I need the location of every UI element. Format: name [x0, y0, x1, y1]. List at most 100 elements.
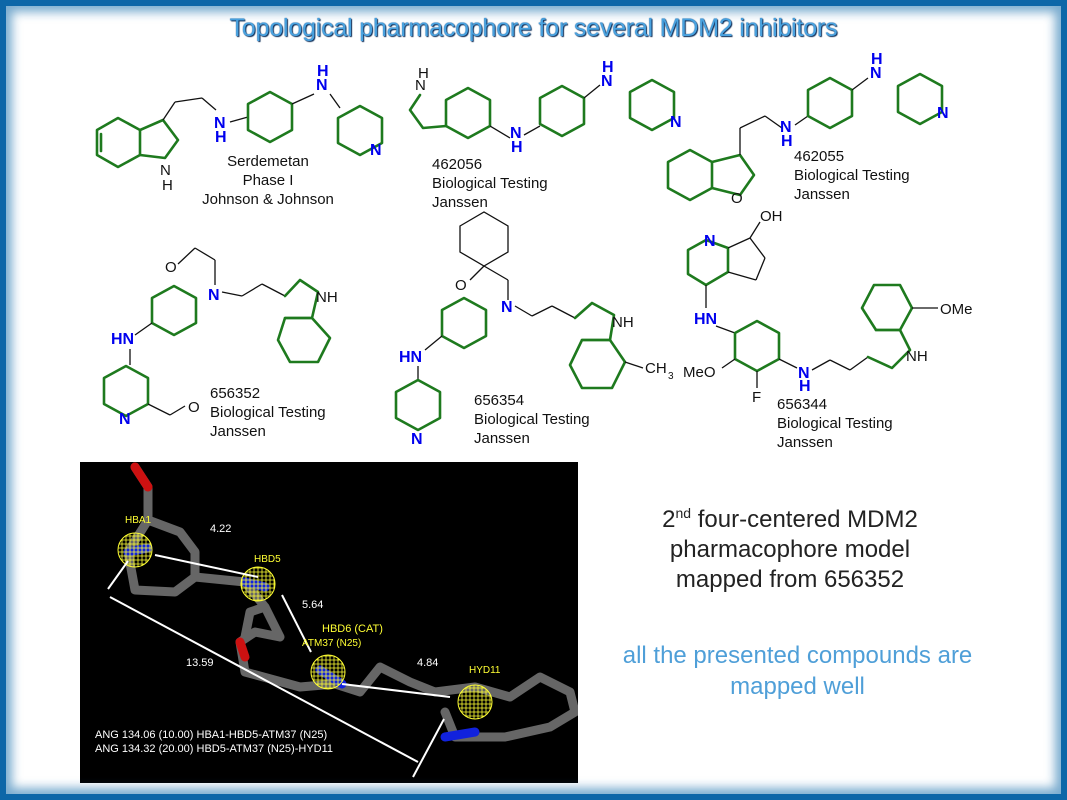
svg-text:H: H: [162, 177, 173, 194]
svg-text:F: F: [752, 389, 761, 406]
feature-sphere-hyd11: [457, 684, 493, 720]
distance-label: 13.59: [186, 657, 214, 669]
compound-label-serdemetan: Serdemetan Phase I Johnson & Johnson: [198, 152, 338, 209]
model-caption-line2: pharmacophore model: [669, 536, 911, 563]
compound-label-656354: 656354 Biological Testing Janssen: [474, 391, 590, 448]
svg-text:H: H: [418, 65, 429, 82]
svg-text:O: O: [188, 399, 200, 416]
svg-text:OH: OH: [760, 208, 783, 225]
compound-status: Biological Testing: [794, 167, 910, 184]
svg-text:HN: HN: [111, 331, 134, 348]
compound-company: Janssen: [794, 186, 850, 203]
svg-text:H: H: [511, 139, 523, 156]
svg-text:N: N: [415, 77, 426, 94]
svg-text:N: N: [411, 431, 423, 448]
svg-text:H: H: [871, 51, 883, 68]
svg-text:N: N: [798, 365, 810, 382]
compound-name: 656352: [210, 385, 261, 402]
compound-company: Janssen: [474, 430, 530, 447]
nitrogen-atom: [440, 727, 480, 742]
model-caption-line1: 2nd four-centered MDM2: [662, 505, 918, 533]
mapping-note-line2: mapped well: [730, 673, 865, 700]
svg-text:N: N: [208, 287, 220, 304]
compound-label-462055: 462055 Biological Testing Janssen: [794, 147, 910, 204]
svg-text:O: O: [165, 259, 177, 276]
svg-text:N: N: [937, 105, 949, 122]
distance-label: 4.84: [417, 657, 438, 669]
compound-label-656352: 656352 Biological Testing Janssen: [210, 384, 326, 441]
feature-label-hba1: HBA1: [125, 515, 152, 526]
svg-text:N: N: [601, 73, 613, 90]
compound-company: Janssen: [777, 434, 833, 451]
molecule-sticks: [123, 462, 578, 742]
compound-status: Biological Testing: [777, 415, 893, 432]
svg-text:NH: NH: [612, 314, 634, 331]
svg-text:N: N: [670, 114, 682, 131]
structure-462055: O NH NH N: [666, 51, 949, 207]
angle-readout-2: ANG 134.32 (20.00) HBD5-ATM37 (N25)-HYD1…: [95, 743, 334, 755]
pharmacophore-3d-panel: HBA1 HBD5 HBD6 (CAT) ATM37 (N25) HYD11 4…: [80, 462, 578, 783]
compound-label-656344: 656344 Biological Testing Janssen: [777, 395, 893, 452]
svg-text:H: H: [799, 378, 811, 395]
structure-656352: O N NH HN N O: [102, 247, 338, 428]
compound-name: 462056: [432, 156, 483, 173]
mapping-note-line1: all the presented compounds are: [622, 642, 973, 669]
svg-text:N: N: [370, 142, 382, 159]
svg-text:NH: NH: [906, 348, 928, 365]
oxygen-atom: [130, 462, 153, 492]
svg-text:CH: CH: [645, 360, 667, 377]
svg-text:H: H: [781, 133, 793, 150]
svg-text:N: N: [119, 411, 131, 428]
feature-label-atm37: ATM37 (N25): [302, 638, 361, 649]
model-caption-line3: mapped from 656352: [675, 566, 905, 593]
compound-status: Biological Testing: [474, 411, 590, 428]
compound-status: Biological Testing: [210, 404, 326, 421]
compound-name: 656344: [777, 396, 828, 413]
svg-text:N: N: [510, 125, 522, 142]
structures-canvas: NH NH NH N NH NH NH N O NH NH N: [95, 51, 973, 448]
svg-text:HN: HN: [399, 349, 422, 366]
svg-text:N: N: [780, 119, 792, 136]
feature-sphere-atm37: [310, 654, 346, 690]
svg-text:N: N: [316, 77, 328, 94]
svg-text:O: O: [731, 190, 743, 207]
compound-status: Phase I: [242, 172, 294, 189]
svg-text:O: O: [455, 277, 467, 294]
svg-text:H: H: [215, 129, 227, 146]
compound-name: 656354: [474, 392, 525, 409]
feature-label-hyd11: HYD11: [469, 665, 501, 676]
svg-text:MeO: MeO: [683, 364, 716, 381]
svg-text:3: 3: [668, 371, 674, 382]
slide-title: Topological pharmacophore for several MD…: [229, 14, 838, 42]
svg-text:N: N: [870, 65, 882, 82]
model-caption: 2nd four-centered MDM2 pharmacophore mod…: [590, 498, 990, 595]
svg-text:N: N: [160, 162, 171, 179]
distance-label: 5.64: [302, 599, 323, 611]
svg-text:H: H: [602, 59, 614, 76]
compound-label-462056: 462056 Biological Testing Janssen: [432, 155, 548, 212]
mapping-note: all the presented compounds are mapped w…: [590, 640, 1005, 702]
structure-serdemetan: NH NH NH N: [95, 63, 384, 194]
oxygen-atom: [235, 637, 250, 662]
distance-lines: [107, 554, 451, 778]
compound-company: Johnson & Johnson: [202, 191, 334, 208]
structure-656344: N OH HN MeO F NH OMe NH: [683, 208, 973, 406]
svg-text:H: H: [317, 63, 329, 80]
compound-name: Serdemetan: [227, 153, 309, 170]
feature-sphere-hbd5: [240, 566, 276, 602]
distance-label: 4.22: [210, 523, 231, 535]
angle-readout-1: ANG 134.06 (10.00) HBA1-HBD5-ATM37 (N25): [95, 729, 328, 741]
structure-462056: NH NH NH N: [408, 59, 682, 156]
svg-text:N: N: [704, 233, 716, 250]
feature-label-hbd6: HBD6 (CAT): [322, 623, 383, 635]
svg-text:N: N: [501, 299, 513, 316]
svg-text:HN: HN: [694, 311, 717, 328]
compound-status: Biological Testing: [432, 175, 548, 192]
feature-label-hbd5: HBD5: [254, 554, 281, 565]
pharmacophore-model: HBA1 HBD5 HBD6 (CAT) ATM37 (N25) HYD11 4…: [107, 462, 578, 778]
svg-text:NH: NH: [316, 289, 338, 306]
compound-company: Janssen: [210, 423, 266, 440]
compound-name: 462055: [794, 148, 845, 165]
feature-sphere-hba1: [117, 532, 153, 568]
